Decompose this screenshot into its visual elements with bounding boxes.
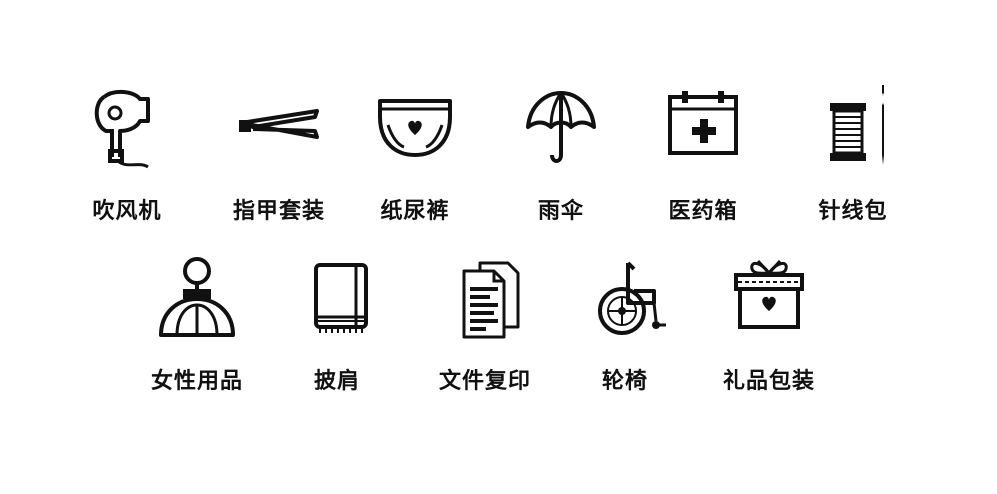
gift-wrap-icon [694,255,844,335]
service-item-label: 礼品包装 [722,369,815,394]
document-copy-icon [410,255,560,339]
feminine-products-icon [122,255,272,337]
needle-thread-icon [778,85,928,165]
service-item-label: 针线包 [818,199,888,224]
service-item-label: 女性用品 [150,369,243,394]
shawl-icon [262,255,412,335]
nail-clipper-icon [204,85,354,165]
medicine-box-icon [628,85,778,165]
hair-dryer-icon [52,85,202,169]
service-item-label: 指甲套装 [232,199,325,224]
service-item-label: 纸尿裤 [380,199,450,224]
service-item-label: 披肩 [313,369,360,394]
diaper-icon [340,85,490,165]
service-item-label: 医药箱 [668,199,738,224]
wheelchair-icon [550,255,700,335]
service-item-label: 文件复印 [438,369,531,394]
service-item-label: 轮椅 [601,369,648,394]
umbrella-icon [486,85,636,165]
service-item-label: 吹风机 [92,199,162,224]
service-item-label: 雨伞 [537,199,584,224]
